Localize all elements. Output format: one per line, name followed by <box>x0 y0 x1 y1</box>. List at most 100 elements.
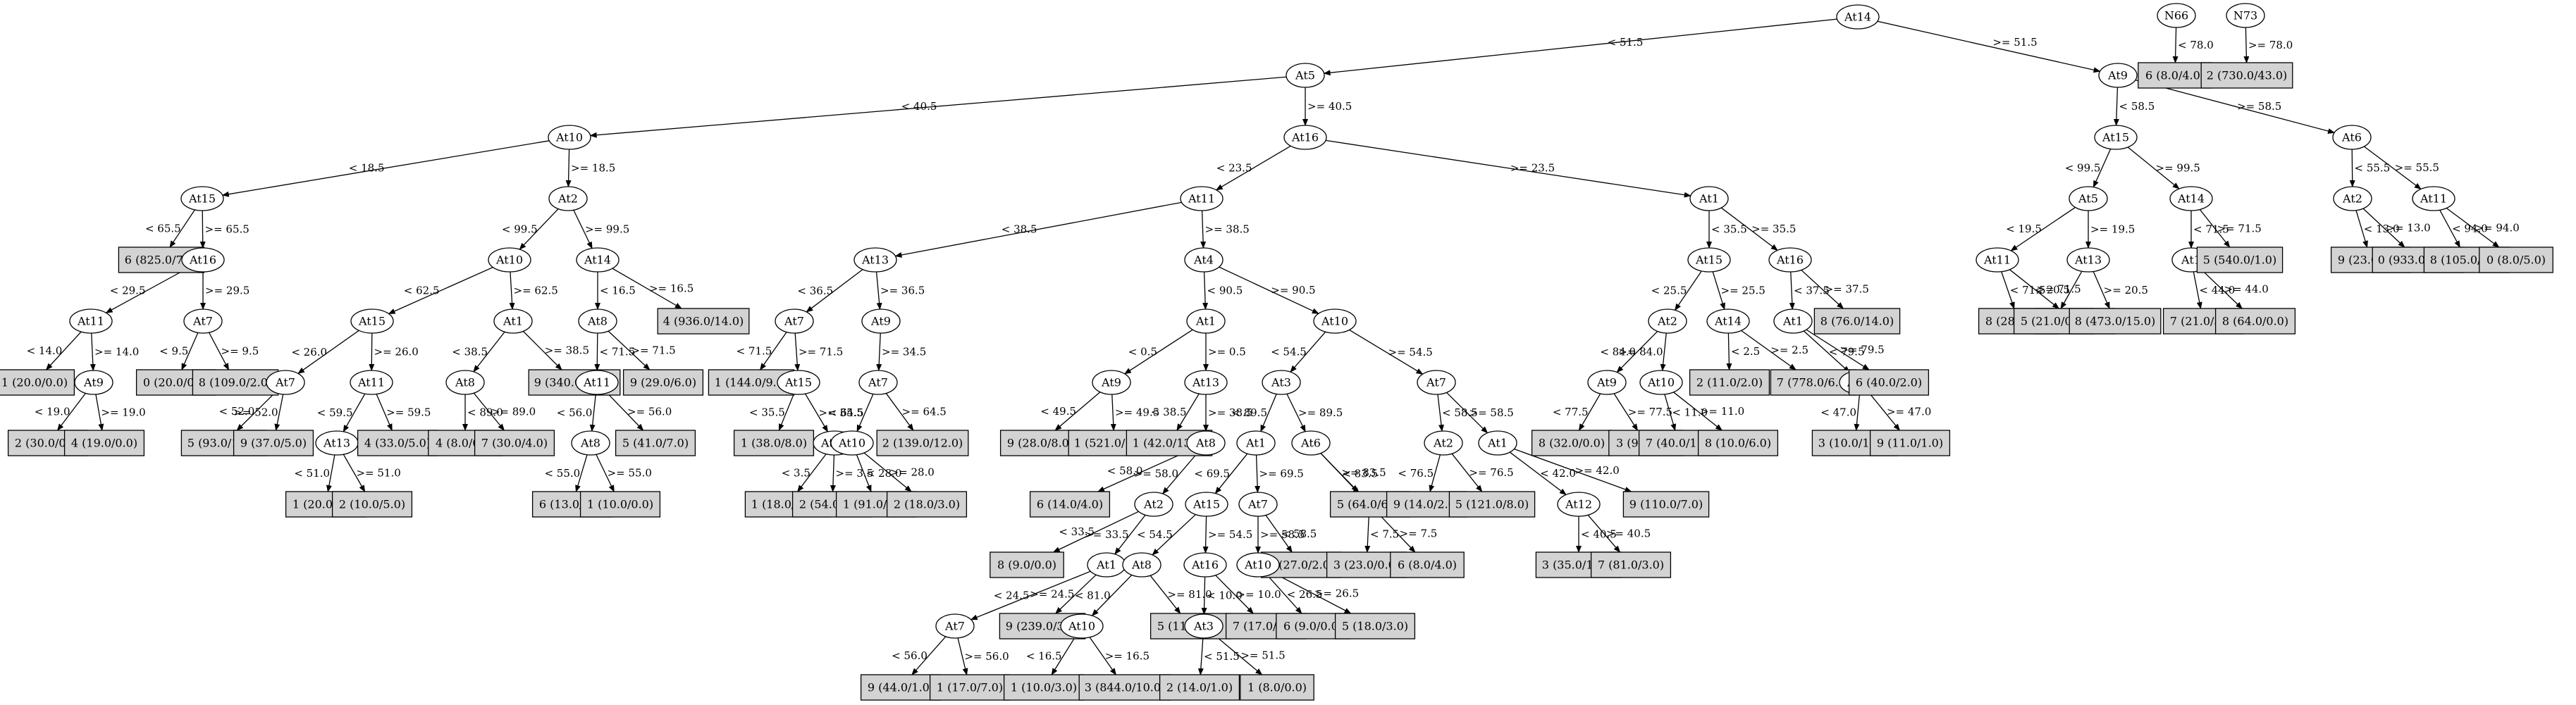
split-node: At9 <box>2098 63 2138 88</box>
split-attribute-label: At14 <box>1844 11 1871 24</box>
split-attribute-label: At11 <box>77 315 104 328</box>
split-node: At8 <box>571 430 610 456</box>
edge-condition-label: >= 51.5 <box>1240 649 1285 661</box>
split-node: At7 <box>1238 492 1278 517</box>
leaf-label: 9 (29.0/6.0) <box>630 376 696 389</box>
split-attribute-label: At7 <box>944 620 965 633</box>
edge-condition-label: < 58.5 <box>1442 406 1478 419</box>
edge-condition-label: < 18.5 <box>349 162 385 175</box>
leaf-box <box>2200 62 2293 89</box>
split-ellipse <box>575 370 619 395</box>
tree-edge <box>1578 393 1601 431</box>
split-attribute-label: At2 <box>557 192 578 206</box>
edge-condition-label: < 84.0 <box>1600 346 1636 358</box>
leaf-box <box>876 430 969 456</box>
tree-edge <box>388 266 493 315</box>
leaf-node: 1 (8.0/0.0) <box>1240 674 1314 701</box>
split-attribute-label: At1 <box>503 315 523 328</box>
tree-edge <box>1150 575 1181 614</box>
tree-edge <box>797 454 827 492</box>
leaf-label: 7 (778.0/6.0) <box>1777 376 1850 389</box>
split-ellipse <box>2157 3 2196 28</box>
leaf-label: 8 (76.0/14.0) <box>1820 315 1894 328</box>
split-node: At8 <box>445 370 485 395</box>
split-node: At9 <box>1092 370 1131 395</box>
edge-condition-label: >= 71.5 <box>631 344 675 357</box>
leaf-box <box>622 369 704 396</box>
edge-condition-label: >= 69.5 <box>1259 468 1304 480</box>
edge-condition-label: >= 40.5 <box>1307 100 1352 113</box>
split-node: At13 <box>1184 370 1228 395</box>
split-attribute-label: At10 <box>1321 315 1348 328</box>
leaf-label: 3 (844.0/10.0) <box>1085 681 1166 694</box>
split-node: At9 <box>861 308 901 334</box>
tree-edge <box>1214 453 1248 494</box>
edge-condition-label: < 13.0 <box>2364 223 2400 235</box>
edge-condition-label: >= 64.5 <box>902 406 947 418</box>
split-node: At6 <box>2332 125 2372 150</box>
leaf-node: 1 (38.0/8.0) <box>733 430 815 456</box>
leaf-box <box>886 491 968 518</box>
leaf-node: 9 (29.0/6.0) <box>622 369 704 396</box>
tree-edge <box>875 271 882 311</box>
leaf-box <box>2196 247 2284 273</box>
tree-edge <box>1089 637 1116 675</box>
split-ellipse <box>1768 247 1812 273</box>
tree-edge <box>2199 209 2231 248</box>
leaf-node: 8 (9.0/0.0) <box>990 551 1064 578</box>
split-attribute-label: At2 <box>1433 437 1453 450</box>
leaf-label: 4 (33.0/5.0) <box>364 437 431 450</box>
split-attribute-label: N73 <box>2233 9 2257 23</box>
split-attribute-label: At15 <box>784 376 812 389</box>
leaf-node: 9 (44.0/1.0) <box>860 674 942 701</box>
edge-condition-label: < 89.0 <box>467 406 503 419</box>
tree-edge <box>376 394 393 431</box>
leaf-node: 2 (18.0/3.0) <box>886 491 968 518</box>
split-node: At13 <box>853 247 897 273</box>
split-attribute-label: At10 <box>495 254 523 267</box>
edge-condition-label: < 38.5 <box>1002 223 1037 236</box>
leaf-label: 8 (109.0/2.0) <box>199 376 272 389</box>
split-node: At4 <box>1184 247 1224 273</box>
tree-edge <box>1055 574 1097 614</box>
tree-edge <box>1446 392 1489 434</box>
edge-condition-label: >= 54.5 <box>1208 528 1252 541</box>
tree-edge <box>911 636 947 675</box>
tree-edge <box>1613 393 1639 431</box>
leaf-box <box>2479 247 2553 273</box>
split-node: At11 <box>350 370 393 395</box>
tree-edge <box>778 394 794 431</box>
split-node: At3 <box>1184 613 1224 639</box>
edge-condition-label: >= 55.0 <box>608 467 652 480</box>
split-node: N66 <box>2157 3 2196 28</box>
split-node: At16 <box>181 247 225 273</box>
tree-edge <box>806 269 863 313</box>
edge-condition-label: < 9.5 <box>159 345 188 358</box>
edge-condition-label: >= 35.5 <box>819 406 863 419</box>
split-attribute-label: At7 <box>192 315 213 328</box>
tree-edge <box>863 452 912 492</box>
edge-condition-label: >= 0.5 <box>1208 346 1246 358</box>
leaf-box <box>1689 369 1770 396</box>
edge-condition-label: < 55.0 <box>544 467 580 480</box>
edge-condition-label: < 19.0 <box>35 406 70 418</box>
split-ellipse <box>578 308 617 334</box>
split-attribute-label: At13 <box>2074 254 2102 267</box>
leaf-box <box>1531 430 1613 456</box>
edge-condition-label: >= 42.0 <box>1574 464 1619 477</box>
edge-condition-label: < 38.5 <box>1151 406 1187 418</box>
split-node: At12 <box>1557 492 1601 517</box>
edge-condition-label: < 65.5 <box>145 222 181 235</box>
edge-condition-label: < 90.5 <box>1207 285 1243 297</box>
edge-condition-label: >= 18.5 <box>571 162 615 175</box>
leaf-node: 0 (8.0/5.0) <box>2479 247 2553 273</box>
leaf-node: 5 (18.0/3.0) <box>1334 613 1416 640</box>
tree-edge <box>297 330 359 374</box>
split-node: At8 <box>1186 430 1226 456</box>
tree-edge <box>1051 637 1076 675</box>
leaf-label: 6 (14.0/4.0) <box>1037 498 1103 511</box>
split-ellipse <box>1236 430 1276 456</box>
edge-condition-label: < 51.0 <box>294 467 330 480</box>
split-node: At15 <box>350 308 394 334</box>
split-attribute-label: At14 <box>2177 192 2205 206</box>
